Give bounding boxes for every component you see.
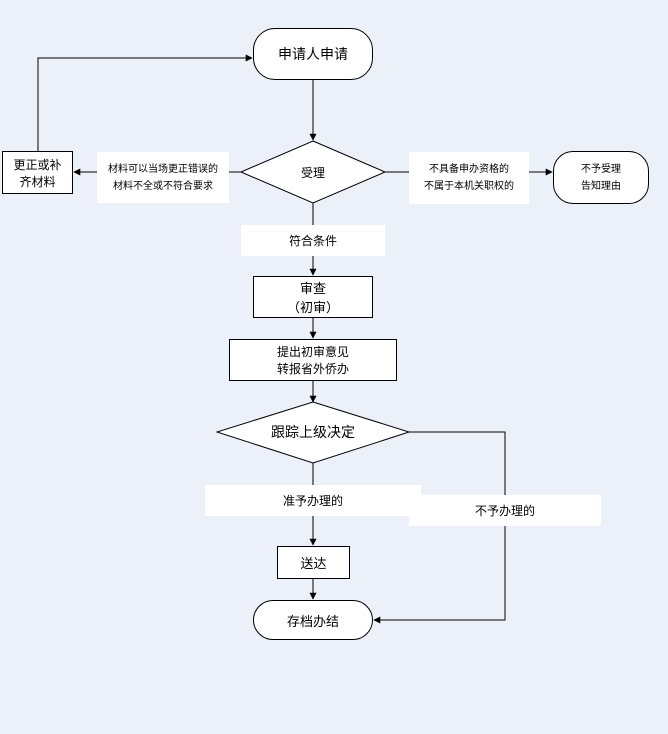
- submit-opinion-line-2: 转报省外侨办: [276, 362, 349, 376]
- not-qualified-line-2: 不属于本机关职权的: [424, 181, 514, 192]
- not-approved-label: 不予办理的: [409, 495, 601, 526]
- submit-opinion-node: 提出初审意见 转报省外侨办: [229, 339, 397, 381]
- review-line-1: 审查: [299, 282, 326, 297]
- track-decision-text: 跟踪上级决定: [271, 425, 355, 441]
- archive-node: 存档办结: [253, 600, 373, 640]
- materials-fixable-label: 材料可以当场更正错误的 材料不全或不符合要求: [97, 152, 229, 203]
- submit-opinion-line-1: 提出初审意见: [276, 345, 349, 359]
- review-node: 审查 （初审）: [253, 276, 373, 318]
- edge-supplement-to-apply: [37, 54, 253, 151]
- meets-conditions-text: 符合条件: [288, 234, 337, 248]
- supplement-text-line-1: 更正或补: [13, 157, 62, 172]
- archive-text: 存档办结: [286, 614, 339, 630]
- not-approved-text: 不予办理的: [474, 504, 535, 518]
- supplement-text-line-2: 齐材料: [19, 174, 56, 189]
- accept-text: 受理: [300, 165, 325, 180]
- approved-label: 准予办理的: [205, 485, 421, 516]
- materials-fixable-line-1: 材料可以当场更正错误的: [108, 163, 218, 175]
- applicant-apply-text: 申请人申请: [278, 47, 348, 63]
- reject-notify-line-2: 告知理由: [581, 180, 621, 192]
- deliver-text: 送达: [300, 557, 327, 572]
- approved-text: 准予办理的: [282, 494, 343, 508]
- materials-fixable-line-2: 材料不全或不符合要求: [113, 180, 213, 192]
- accept-diamond: [239, 140, 387, 204]
- edge-track-to-archive-rejected: [373, 431, 506, 624]
- reject-notify-line-1: 不予受理: [581, 163, 621, 175]
- track-decision-node-text: 跟踪上级决定: [253, 420, 373, 444]
- not-qualified-line-1: 不具备申办资格的: [429, 164, 509, 175]
- applicant-apply-node: 申请人申请: [253, 28, 373, 80]
- reject-notify-node: 不予受理 告知理由: [553, 151, 649, 204]
- track-decision-diamond: [215, 401, 411, 464]
- deliver-node: 送达: [277, 546, 350, 579]
- accept-node-text: 受理: [271, 160, 355, 184]
- supplement-materials-node: 更正或补 齐材料: [2, 151, 73, 194]
- not-qualified-label: 不具备申办资格的 不属于本机关职权的: [409, 152, 529, 204]
- review-line-2: （初审）: [286, 301, 339, 316]
- meets-conditions-label: 符合条件: [241, 225, 385, 256]
